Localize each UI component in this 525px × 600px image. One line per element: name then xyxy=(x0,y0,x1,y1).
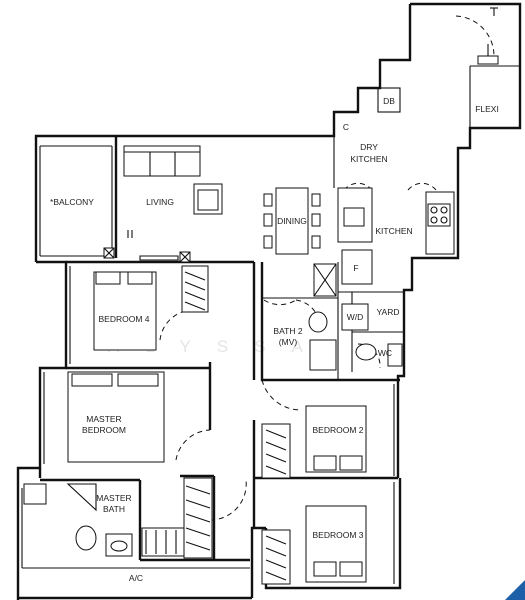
label-wc: WC xyxy=(378,348,392,358)
label-master-2: BEDROOM xyxy=(82,425,126,435)
label-dry-kitchen-1: DRY xyxy=(360,142,378,152)
fixtures xyxy=(23,7,499,585)
label-living: LIVING xyxy=(146,197,174,207)
label-db: DB xyxy=(383,96,395,106)
room-labels: FLEXI DB C DRY KITCHEN *BALCONY LIVING D… xyxy=(50,96,499,583)
label-dining: DINING xyxy=(277,216,307,226)
label-yard: YARD xyxy=(377,307,400,317)
label-dry-kitchen-2: KITCHEN xyxy=(350,154,387,164)
label-c: C xyxy=(343,122,349,132)
label-bath2-2: (MV) xyxy=(279,337,298,347)
corner-badge-icon xyxy=(505,580,525,600)
label-bedroom4: BEDROOM 4 xyxy=(98,314,149,324)
label-flexi: FLEXI xyxy=(475,104,499,114)
label-fridge: F xyxy=(353,263,358,273)
label-balcony: *BALCONY xyxy=(50,197,94,207)
label-kitchen: KITCHEN xyxy=(375,226,412,236)
label-wd: W/D xyxy=(347,312,364,322)
label-master-1: MASTER xyxy=(86,414,121,424)
label-master-bath-1: MASTER xyxy=(96,493,131,503)
label-bedroom3: BEDROOM 3 xyxy=(312,530,363,540)
label-ac: A/C xyxy=(129,573,143,583)
outer-walls xyxy=(16,2,522,600)
label-master-bath-2: BATH xyxy=(103,504,125,514)
label-bedroom2: BEDROOM 2 xyxy=(312,425,363,435)
label-bath2-1: BATH 2 xyxy=(273,326,302,336)
